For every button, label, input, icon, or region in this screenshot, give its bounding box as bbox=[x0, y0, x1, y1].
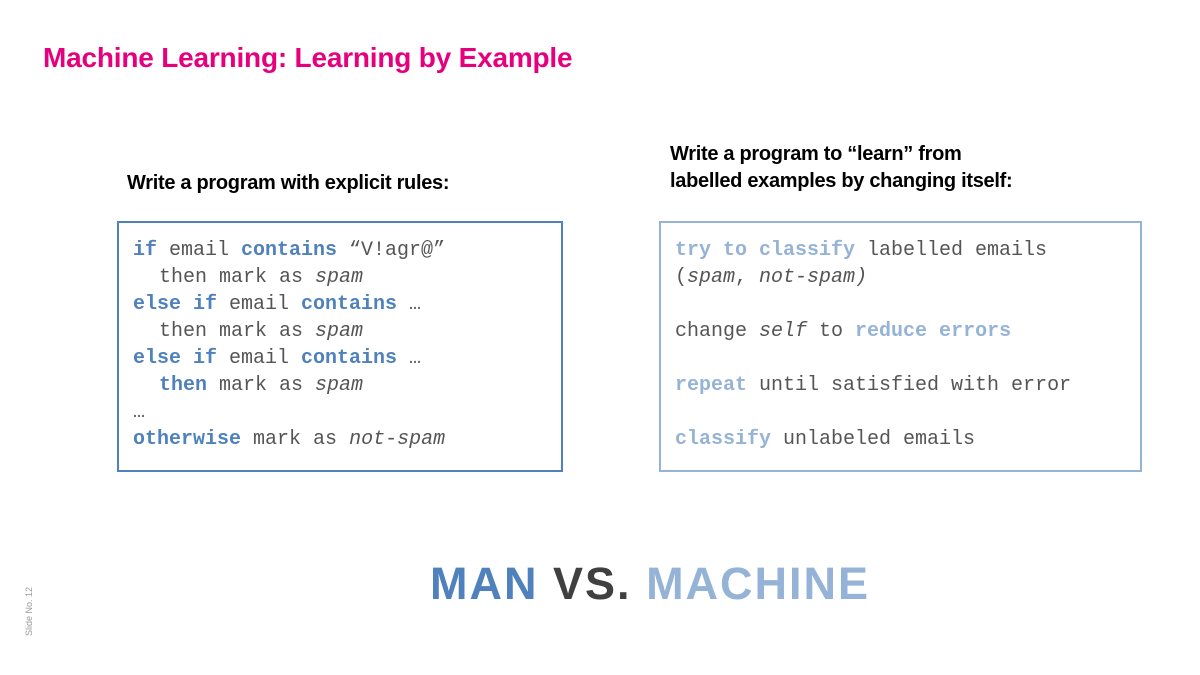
spacer bbox=[675, 291, 1126, 318]
code-text: ( bbox=[675, 266, 688, 289]
right-heading-line-1: Write a program to “learn” from bbox=[670, 143, 962, 165]
code-text: “V!agr@” bbox=[337, 239, 446, 262]
code-line: change self to reduce errors bbox=[675, 318, 1126, 345]
spacer bbox=[675, 345, 1126, 372]
keyword: otherwise bbox=[133, 428, 242, 451]
keyword: else if bbox=[133, 347, 218, 370]
code-text: email bbox=[157, 239, 242, 262]
banner-vs: VS. bbox=[553, 558, 632, 609]
code-italic: spam bbox=[315, 266, 364, 289]
code-line: then mark as spam bbox=[133, 372, 547, 399]
code-line: … bbox=[133, 399, 547, 426]
code-text: labelled emails bbox=[855, 239, 1048, 262]
keyword: contains bbox=[301, 293, 398, 316]
code-line: (spam, not-spam) bbox=[675, 264, 1126, 291]
keyword: if bbox=[133, 239, 158, 262]
left-heading: Write a program with explicit rules: bbox=[127, 172, 450, 194]
slide-number: Slide No. 12 bbox=[24, 586, 34, 636]
code-text: then mark as bbox=[159, 320, 316, 343]
right-heading: Write a program to “learn” from labelled… bbox=[670, 141, 1013, 195]
code-italic: spam bbox=[315, 374, 364, 397]
code-text: to bbox=[807, 320, 856, 343]
code-italic: spam bbox=[315, 320, 364, 343]
learning-code-box: try to classify labelled emails (spam, n… bbox=[659, 221, 1142, 472]
code-text: then mark as bbox=[159, 266, 316, 289]
code-text: unlabeled emails bbox=[771, 428, 976, 451]
code-text: mark as bbox=[241, 428, 350, 451]
code-text: … bbox=[397, 293, 422, 316]
code-line: repeat until satisfied with error bbox=[675, 372, 1126, 399]
code-line: else if email contains … bbox=[133, 291, 547, 318]
keyword: reduce errors bbox=[855, 320, 1012, 343]
code-text: until satisfied with error bbox=[747, 374, 1072, 397]
code-text: email bbox=[217, 347, 302, 370]
code-italic: spam bbox=[687, 266, 736, 289]
code-italic: not-spam bbox=[349, 428, 446, 451]
man-vs-machine-banner: MAN VS. MACHINE bbox=[430, 558, 870, 610]
keyword: repeat bbox=[675, 374, 748, 397]
code-text: , bbox=[735, 266, 760, 289]
keyword: classify bbox=[675, 428, 772, 451]
code-italic: self bbox=[759, 320, 808, 343]
code-text: email bbox=[217, 293, 302, 316]
code-line: classify unlabeled emails bbox=[675, 426, 1126, 453]
explicit-rules-code-box: if email contains “V!agr@” then mark as … bbox=[117, 221, 563, 472]
banner-machine: MACHINE bbox=[646, 558, 871, 609]
keyword: else if bbox=[133, 293, 218, 316]
code-text: mark as bbox=[207, 374, 316, 397]
keyword: try to classify bbox=[675, 239, 856, 262]
code-text: change bbox=[675, 320, 760, 343]
code-line: else if email contains … bbox=[133, 345, 547, 372]
code-italic: not-spam) bbox=[759, 266, 868, 289]
spacer bbox=[675, 399, 1126, 426]
keyword: contains bbox=[301, 347, 398, 370]
keyword: contains bbox=[241, 239, 338, 262]
code-line: then mark as spam bbox=[133, 264, 547, 291]
code-line: try to classify labelled emails bbox=[675, 237, 1126, 264]
keyword: then bbox=[159, 374, 208, 397]
code-text: … bbox=[133, 401, 146, 424]
code-line: if email contains “V!agr@” bbox=[133, 237, 547, 264]
code-line: otherwise mark as not-spam bbox=[133, 426, 547, 453]
right-heading-line-2: labelled examples by changing itself: bbox=[670, 170, 1013, 192]
code-text: … bbox=[397, 347, 422, 370]
banner-man: MAN bbox=[430, 558, 539, 609]
slide-title: Machine Learning: Learning by Example bbox=[43, 42, 573, 73]
code-line: then mark as spam bbox=[133, 318, 547, 345]
